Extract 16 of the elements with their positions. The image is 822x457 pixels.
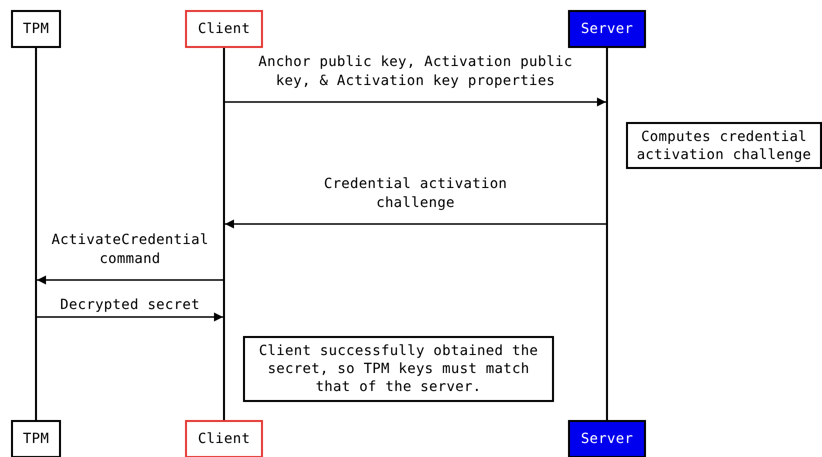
participant-box: Server: [568, 10, 646, 48]
lifeline: [606, 48, 608, 420]
note-box: Computes credential activation challenge: [626, 122, 822, 169]
message-arrow: [225, 220, 606, 228]
participant-box: TPM: [11, 420, 61, 457]
message-arrow: [225, 98, 606, 106]
participant-box: Server: [568, 420, 646, 457]
edge-label: Decrypted secret: [60, 296, 200, 315]
participant-box: Client: [185, 10, 263, 48]
participant-box: TPM: [11, 10, 61, 48]
participant-box: Client: [185, 420, 263, 457]
message-arrow: [37, 312, 223, 322]
lifeline: [35, 48, 37, 420]
lifeline: [223, 48, 225, 420]
message-arrow: [37, 276, 223, 284]
note-box: Client successfully obtained the secret, so TPM keys must match that of the server.: [243, 336, 554, 402]
